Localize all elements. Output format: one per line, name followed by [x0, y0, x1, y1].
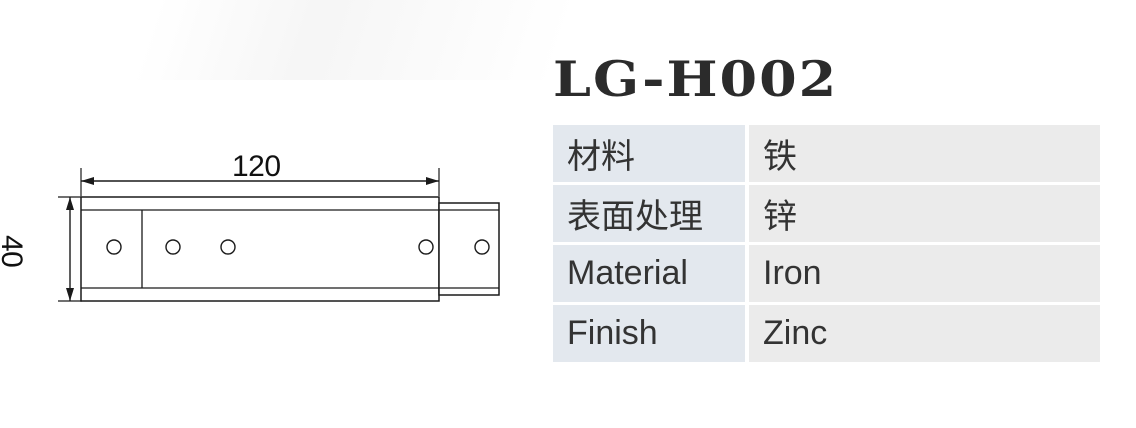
- spec-row: Material Iron: [553, 245, 1100, 302]
- mounting-hole-1: [106, 239, 122, 255]
- dimension-length-label: 120: [232, 150, 281, 183]
- product-model-title: LG-H002: [553, 50, 839, 108]
- plate-outline: [80, 196, 440, 302]
- spec-label: Finish: [553, 305, 749, 362]
- dimension-height-label: 40: [0, 235, 28, 268]
- mounting-hole-4: [418, 239, 434, 255]
- spec-value: 锌: [749, 185, 1100, 242]
- dim-40-arrow-top: [66, 197, 74, 210]
- spec-label: Material: [553, 245, 749, 302]
- spec-table: 材料 铁 表面处理 锌 Material Iron Finish Zinc: [553, 122, 1100, 365]
- spec-row: 材料 铁: [553, 125, 1100, 182]
- spec-value: Zinc: [749, 305, 1100, 362]
- spec-row: Finish Zinc: [553, 305, 1100, 362]
- dim-120-arrow-left: [81, 177, 94, 185]
- spec-row: 表面处理 锌: [553, 185, 1100, 242]
- extension-outline: [438, 202, 500, 296]
- spec-value: Iron: [749, 245, 1100, 302]
- mounting-hole-5: [474, 239, 490, 255]
- spec-label: 表面处理: [553, 185, 749, 242]
- mounting-hole-2: [165, 239, 181, 255]
- spec-label: 材料: [553, 125, 749, 182]
- spec-value: 铁: [749, 125, 1100, 182]
- mounting-hole-3: [220, 239, 236, 255]
- dim-120-arrow-right: [426, 177, 439, 185]
- dim-40-arrow-bottom: [66, 288, 74, 301]
